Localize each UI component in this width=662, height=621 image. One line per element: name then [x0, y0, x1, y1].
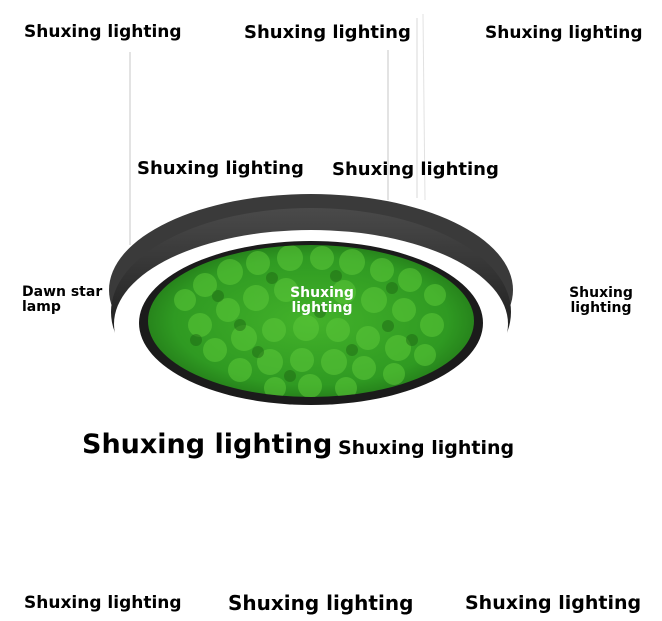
- watermark-text: Shuxing lighting: [465, 592, 642, 614]
- watermark-text-on-lamp: Shuxing lighting: [285, 286, 359, 315]
- watermark-line: Shuxing: [290, 285, 354, 301]
- watermark-text-large: Shuxing lighting: [82, 429, 333, 460]
- watermark-text: Shuxing lighting: [228, 591, 414, 615]
- watermark-text: Shuxing lighting: [137, 158, 304, 179]
- watermark-text: Shuxing lighting: [24, 22, 182, 42]
- watermark-text: Shuxing lighting: [338, 437, 515, 459]
- watermark-text: Shuxing lighting: [485, 23, 643, 43]
- product-name-line: lamp: [22, 298, 61, 315]
- product-name-line: Dawn star: [22, 284, 103, 300]
- suspension-wire: [422, 13, 426, 201]
- watermark-text: Shuxing lighting: [332, 159, 499, 180]
- watermark-line: Shuxing: [569, 285, 633, 301]
- watermark-text-right: Shuxing lighting: [565, 286, 637, 315]
- watermark-line: lighting: [291, 299, 353, 316]
- product-name-label: Dawn star lamp: [22, 285, 112, 314]
- watermark-text: Shuxing lighting: [24, 593, 182, 613]
- watermark-line: lighting: [570, 299, 632, 316]
- watermark-text: Shuxing lighting: [244, 22, 411, 43]
- moss-texture: [174, 245, 446, 397]
